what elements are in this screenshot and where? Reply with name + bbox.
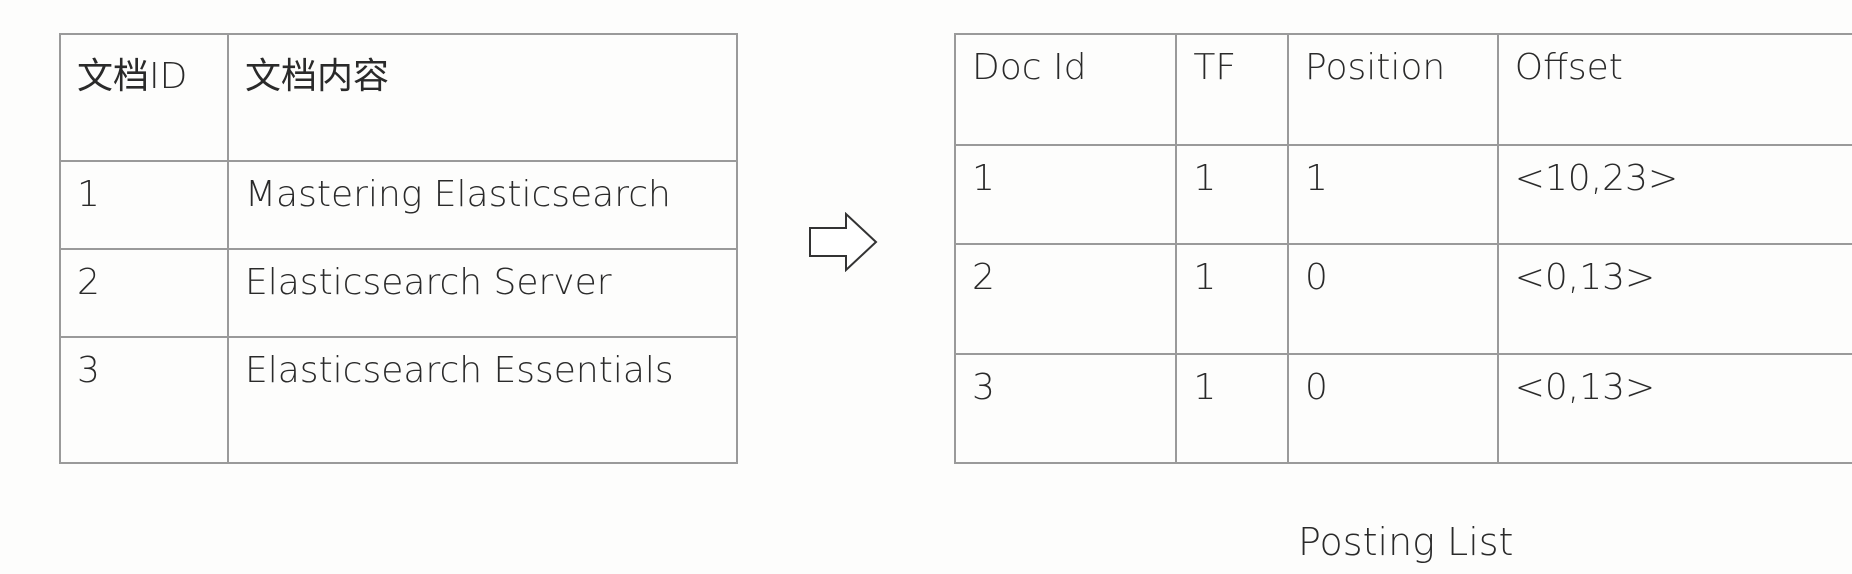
table-row: 2 Elasticsearch Server: [59, 248, 738, 338]
doc-id-cell: 3: [953, 353, 1178, 464]
table-row: 3 Elasticsearch Essentials: [59, 336, 738, 464]
table-row: 2 1 0 <0,13>: [953, 243, 1852, 355]
header-cell-tf: TF: [1175, 33, 1290, 146]
doc-id-cell: 2: [59, 248, 229, 338]
doc-id-cell: 2: [953, 243, 1178, 355]
tf-cell: 1: [1175, 353, 1290, 464]
offset-cell: <10,23>: [1496, 144, 1852, 245]
position-cell: 0: [1287, 353, 1499, 464]
header-cell-position: Position: [1287, 33, 1499, 146]
doc-id-cell: 3: [59, 336, 229, 464]
table-row: 1 1 1 <10,23>: [953, 144, 1852, 245]
header-cell-doc-id: Doc Id: [953, 33, 1178, 146]
position-cell: 0: [1287, 243, 1499, 355]
header-cell-doc-id: 文档ID: [59, 33, 229, 162]
offset-cell: <0,13>: [1496, 353, 1852, 464]
documents-table: 文档ID 文档内容 1 Mastering Elasticsearch 2 El…: [59, 33, 738, 464]
posting-list-table: Doc Id TF Position Offset 1 1 1 <10,23> …: [953, 33, 1852, 464]
table-row: 3 1 0 <0,13>: [953, 353, 1852, 464]
tf-cell: 1: [1175, 144, 1290, 245]
table-row: 1 Mastering Elasticsearch: [59, 160, 738, 250]
offset-cell: <0,13>: [1496, 243, 1852, 355]
table-header-row: Doc Id TF Position Offset: [953, 33, 1852, 146]
doc-content-cell: Elasticsearch Essentials: [227, 336, 738, 464]
right-outline-arrow-icon: [809, 212, 878, 272]
doc-content-cell: Mastering Elasticsearch: [227, 160, 738, 250]
header-cell-offset: Offset: [1496, 33, 1852, 146]
header-cell-doc-content: 文档内容: [227, 33, 738, 162]
position-cell: 1: [1287, 144, 1499, 245]
doc-id-cell: 1: [59, 160, 229, 250]
tf-cell: 1: [1175, 243, 1290, 355]
doc-id-cell: 1: [953, 144, 1178, 245]
doc-content-cell: Elasticsearch Server: [227, 248, 738, 338]
table-header-row: 文档ID 文档内容: [59, 33, 738, 162]
posting-list-caption: Posting List: [1298, 520, 1514, 564]
